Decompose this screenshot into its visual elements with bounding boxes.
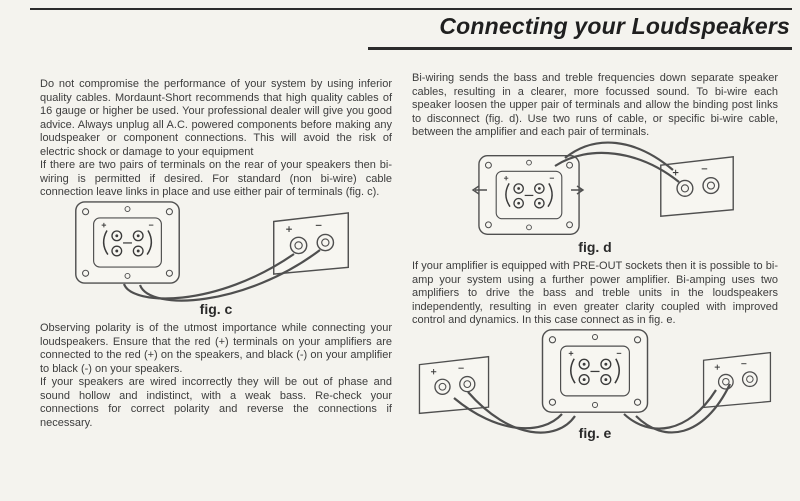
fig-c-caption: fig. c bbox=[199, 300, 233, 317]
amplifier-panel-illustration bbox=[702, 351, 772, 408]
fig-d-caption: fig. d bbox=[578, 238, 612, 255]
left-paragraph-biwiring-permitted: If there are two pairs of terminals on t… bbox=[40, 159, 392, 198]
loosen-arrow-icon bbox=[471, 184, 487, 195]
fig-c-diagram bbox=[75, 200, 349, 302]
loosen-arrow-icon bbox=[571, 184, 585, 195]
right-column: Bi-wiring sends the bass and treble freq… bbox=[412, 72, 778, 440]
figure-d: fig. d bbox=[412, 140, 778, 255]
amplifier-panel-illustration bbox=[660, 155, 734, 217]
right-paragraph-biamping: If your amplifier is equipped with PRE-O… bbox=[412, 260, 778, 326]
fig-d-diagram bbox=[471, 140, 734, 235]
speaker-wire-illustration bbox=[122, 252, 295, 300]
amplifier-panel-illustration bbox=[418, 355, 490, 414]
speaker-terminal-plate-illustration bbox=[75, 200, 180, 284]
page-title: Connecting your Loudspeakers bbox=[439, 13, 790, 39]
speaker-terminal-plate-illustration bbox=[541, 328, 649, 413]
speaker-wire-illustration bbox=[138, 248, 321, 302]
left-column: Do not compromise the performance of you… bbox=[40, 78, 392, 430]
left-paragraph-cables-advice: Do not compromise the performance of you… bbox=[40, 78, 392, 158]
speaker-terminal-plate-illustration bbox=[478, 154, 580, 235]
top-rule bbox=[30, 8, 792, 10]
left-paragraph-out-of-phase: If your speakers are wired incorrectly t… bbox=[40, 376, 392, 429]
amplifier-panel-illustration bbox=[273, 211, 349, 275]
speaker-wire-illustration bbox=[635, 383, 731, 433]
fig-e-caption: fig. e bbox=[578, 424, 612, 441]
speaker-wire-illustration bbox=[467, 390, 576, 434]
speaker-wire-illustration bbox=[623, 388, 717, 430]
left-paragraph-polarity: Observing polarity is of the utmost impo… bbox=[40, 322, 392, 375]
figure-e: fig. e bbox=[412, 328, 778, 441]
right-paragraph-biwiring: Bi-wiring sends the bass and treble freq… bbox=[412, 72, 778, 138]
fig-e-diagram bbox=[418, 328, 772, 434]
speaker-wire-illustration bbox=[554, 151, 680, 183]
title-underline-rule bbox=[368, 47, 792, 50]
speaker-wire-illustration bbox=[564, 140, 674, 171]
figure-c: fig. c bbox=[40, 200, 392, 317]
